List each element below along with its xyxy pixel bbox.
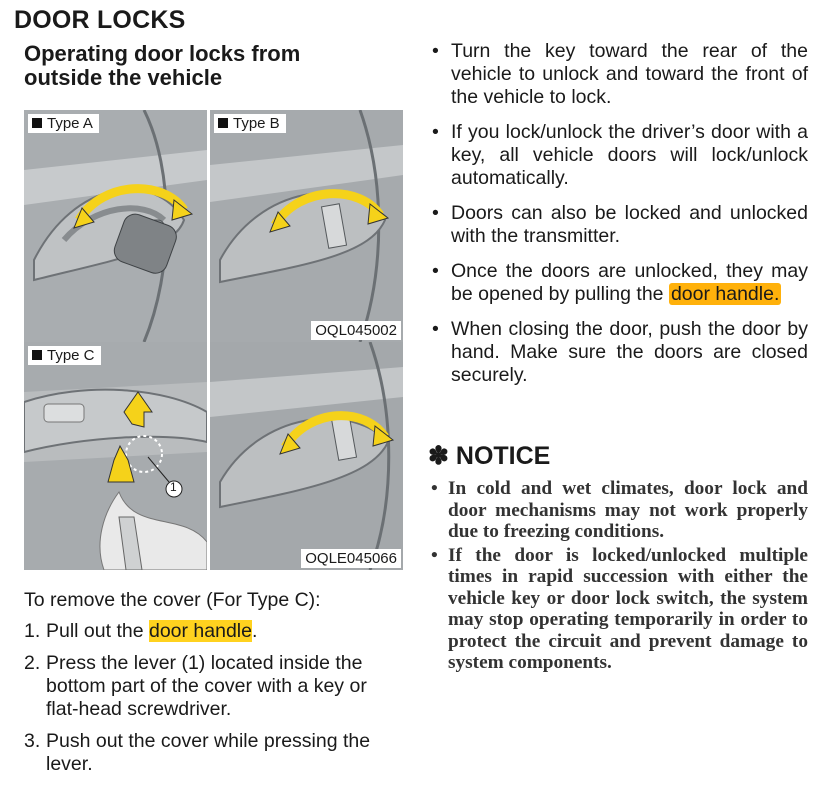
notice-title: ✽ NOTICE — [428, 442, 551, 470]
square-bullet-icon — [32, 350, 42, 360]
square-bullet-icon — [32, 118, 42, 128]
list-item: 3.Push out the cover while pressing the … — [24, 730, 404, 776]
step-text: Press the lever (1) located inside the b… — [46, 652, 367, 720]
callout-number: 1 — [170, 480, 177, 494]
door-lock-bullets: • Turn the key toward the rear of the veh… — [430, 40, 808, 399]
type-b-text: Type B — [233, 115, 280, 132]
cover-removal-intro: To remove the cover (For Type C): — [24, 589, 321, 611]
bullet-text: When closing the door, push the door by … — [451, 318, 808, 386]
cover-removal-steps: 1.Pull out the door handle. 2.Press the … — [24, 620, 404, 785]
figure-type-a: Type A — [24, 110, 207, 342]
notice-text: If the door is locked/unlocked multiple … — [448, 544, 808, 674]
highlighted-term: door handle — [148, 620, 252, 642]
list-item: 2.Press the lever (1) located inside the… — [24, 652, 404, 721]
bullet-icon: • — [431, 544, 438, 566]
figure-type-c: Type C 1 — [24, 342, 207, 570]
step-text: Pull out the — [46, 620, 149, 642]
list-item: • If you lock/unlock the driver’s door wi… — [430, 121, 808, 190]
bullet-text: If you lock/unlock the driver’s door wit… — [451, 121, 808, 189]
bullet-icon: • — [432, 318, 439, 340]
type-a-text: Type A — [47, 115, 93, 132]
type-c-text: Type C — [47, 347, 95, 364]
figure-type-b: Type B OQL045002 — [210, 110, 403, 342]
bullet-icon: • — [431, 478, 438, 499]
figure-code-top: OQL045002 — [311, 321, 401, 340]
list-item: 1.Pull out the door handle. — [24, 620, 404, 643]
figure-code-bottom: OQLE045066 — [301, 549, 401, 568]
list-item: • Turn the key toward the rear of the veh… — [430, 40, 808, 109]
bullet-icon: • — [432, 260, 439, 282]
notice-text: In cold and wet climates, door lock and … — [448, 478, 808, 542]
bullet-text: Doors can also be locked and unlocked wi… — [451, 202, 808, 247]
list-item: • When closing the door, push the door by… — [430, 318, 808, 387]
list-item: • If the door is locked/unlocked multiple… — [428, 545, 808, 674]
bullet-text: Turn the key toward the rear of the vehi… — [451, 40, 808, 108]
bullet-icon: • — [432, 202, 439, 224]
bullet-icon: • — [432, 40, 439, 62]
subsection-title: Operating door locks from outside the ve… — [24, 41, 301, 90]
section-title: DOOR LOCKS — [14, 6, 186, 34]
notice-list: • In cold and wet climates, door lock and… — [428, 478, 808, 676]
type-a-label: Type A — [28, 114, 99, 133]
step-number: 2. — [24, 652, 41, 674]
bullet-icon: • — [432, 121, 439, 143]
type-b-label: Type B — [214, 114, 286, 133]
step-number: 1. — [24, 620, 41, 642]
step-number: 3. — [24, 730, 41, 752]
list-item: • Once the doors are unlocked, they may b… — [430, 260, 808, 306]
figure-type-c-handle: OQLE045066 — [210, 342, 403, 570]
step-text-end: . — [252, 620, 258, 642]
list-item: • Doors can also be locked and unlocked w… — [430, 202, 808, 248]
bullet-text: Once the doors are unlocked, they may be… — [451, 260, 808, 305]
highlighted-term: door handle. — [668, 283, 782, 305]
square-bullet-icon — [218, 118, 228, 128]
type-c-label: Type C — [28, 346, 101, 365]
step-text: Push out the cover while pressing the le… — [46, 730, 371, 775]
list-item: • In cold and wet climates, door lock and… — [428, 478, 808, 543]
